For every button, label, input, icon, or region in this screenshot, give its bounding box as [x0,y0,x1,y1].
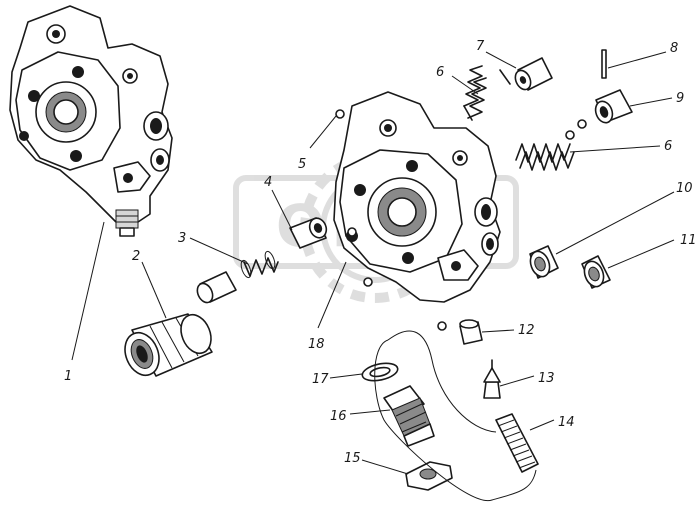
small-ball-12 [437,321,447,331]
small-ball-bottom [363,277,373,287]
callout-15: 15 [344,451,361,466]
part-18-pump-cover [333,91,501,303]
part-12-small-bushing [459,319,483,345]
part-5-ball [335,109,345,119]
callout-3: 3 [178,231,186,246]
callout-labels: 1 2 3 4 5 6 6 7 8 9 10 11 12 13 14 15 16… [64,39,697,466]
part-11-seal-cap [581,255,611,289]
part-13-needle-valve [483,359,501,399]
small-ball-right-1 [565,130,575,140]
small-ball-right-2 [577,119,587,129]
leader-lines [71,51,675,475]
callout-7: 7 [476,39,485,54]
part-14-threaded-stud [495,413,539,473]
callout-11: 11 [680,233,697,248]
callout-14: 14 [558,415,575,430]
callout-6-lower: 6 [664,139,672,154]
group-bracket [374,339,537,502]
group-bracket-inner [387,330,497,433]
part-4-bushing [289,217,328,249]
part-17-washer [361,362,399,382]
callout-6-upper: 6 [436,65,444,80]
part-16-fitting [383,385,435,447]
callout-10: 10 [676,181,693,196]
callout-12: 12 [518,323,535,338]
part-2-sleeve [124,313,213,377]
part-9-cap [594,89,633,124]
part-15-hex-nut [405,461,453,491]
part-8-pin [601,49,607,79]
callout-9: 9 [676,91,684,106]
small-ball-left [347,227,357,237]
part-3-spring [240,250,279,279]
part-6-spring-lower [515,143,575,171]
callout-2: 2 [132,249,140,264]
callout-18: 18 [308,337,325,352]
callout-4: 4 [264,175,272,190]
callout-16: 16 [330,409,347,424]
callout-17: 17 [312,372,329,387]
callout-8: 8 [670,41,678,56]
part-1-pump-housing [9,5,173,237]
part-7-bushing [514,57,553,91]
callout-5: 5 [298,157,306,172]
callout-13: 13 [538,371,555,386]
part-3-plunger [196,271,237,304]
callout-1: 1 [64,369,72,384]
part-6-spring-upper [463,65,511,121]
part-10-seal-cap [529,245,559,279]
